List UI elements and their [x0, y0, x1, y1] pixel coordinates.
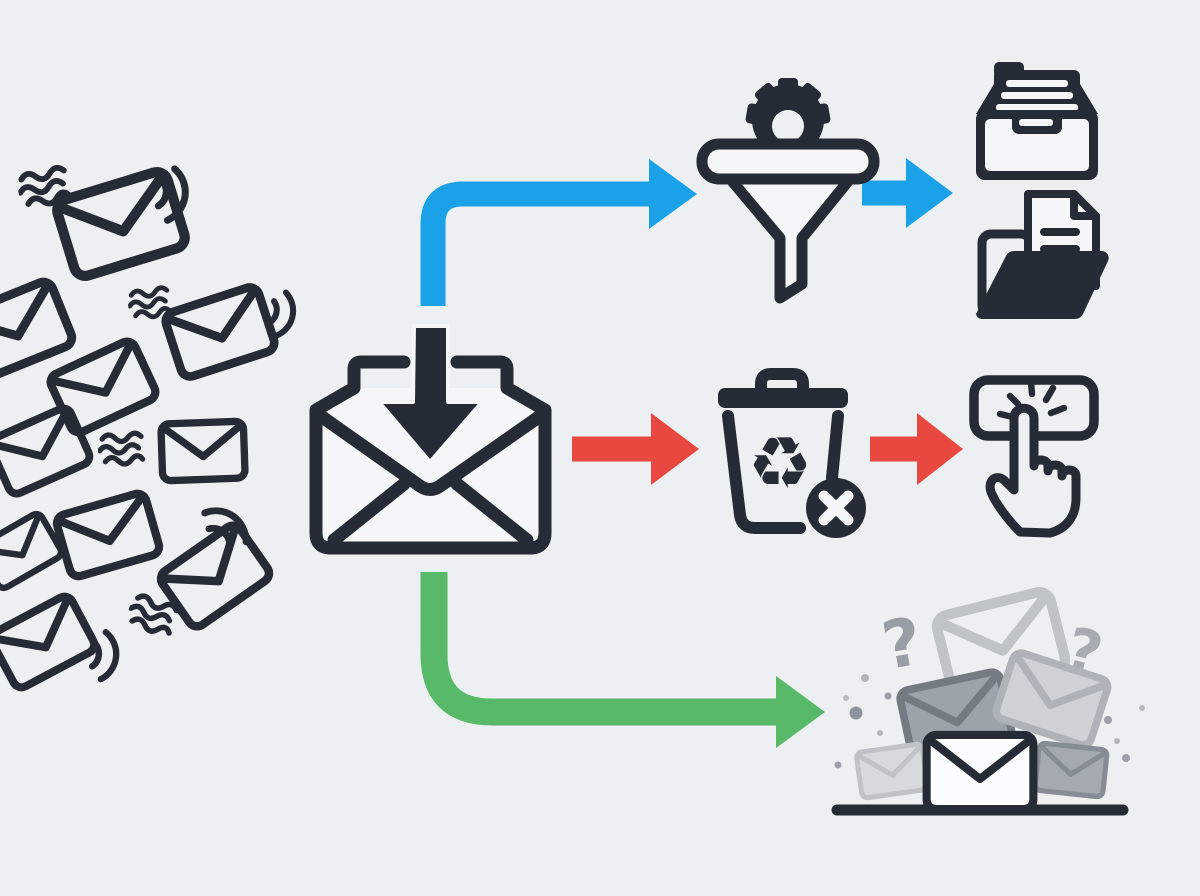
arrowhead-trash-to-button: [917, 413, 963, 485]
archive-box-icon: [976, 62, 1098, 180]
folder-document-icon: [975, 190, 1109, 320]
front-envelope: [927, 735, 1034, 809]
filter-funnel-gear-icon: [696, 78, 880, 304]
trash-delete-icon: ♻: [718, 368, 866, 538]
click-button-hand-icon: [969, 375, 1099, 538]
arrowhead-inbox-to-pile: [776, 676, 825, 748]
arrow-inbox-to-pile: [420, 572, 778, 726]
arrowhead-filter-to-archive: [906, 158, 953, 228]
gray-envelope: [1035, 743, 1108, 797]
gear-icon: [745, 78, 831, 156]
folder-front: [975, 251, 1109, 320]
arrowhead-inbox-to-filter: [649, 159, 697, 229]
download-arrow: [377, 324, 484, 464]
unsorted-envelope-pile: ? ?: [831, 580, 1145, 816]
funnel-cone: [720, 168, 860, 304]
arrowhead-inbox-to-trash: [651, 413, 699, 485]
arrow-inbox-to-filter: [420, 181, 651, 306]
question-mark: ?: [877, 603, 928, 685]
gray-envelope: [856, 744, 928, 799]
recycle-symbol: ♻: [748, 421, 813, 505]
pointing-hand: [985, 403, 1081, 538]
inbox-download-icon: [309, 324, 552, 555]
funnel-top-bar: [696, 138, 880, 185]
